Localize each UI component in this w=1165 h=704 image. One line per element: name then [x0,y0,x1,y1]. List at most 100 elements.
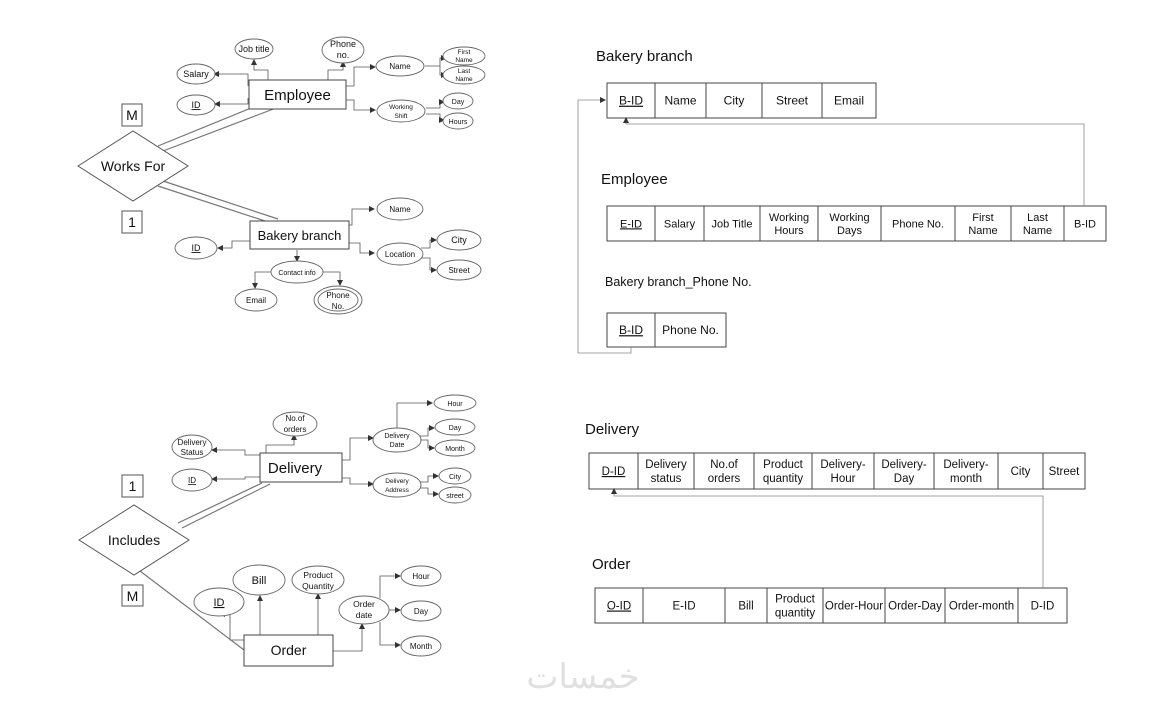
table-cell [873,452,935,490]
column-label: Product [763,459,803,471]
order-attribute-labels: ID Bill Product Quantity Order date Hour… [214,570,433,651]
column-label: Order-Day [888,601,942,613]
attr-id: ID [192,100,202,110]
employee-attribute-ellipses [176,36,486,130]
attr-bill: Bill [252,575,267,587]
table-cell [606,205,656,242]
table-cell [944,587,1019,624]
table-title-branch-phone: Bakery branch_Phone No. [605,275,752,289]
relationship-works-for [77,130,189,202]
attr-city: City [451,235,467,245]
attr-branch-name: Name [389,205,411,214]
column-label: Salary [664,218,696,230]
column-label: Bill [738,601,753,613]
column-label: quantity [763,473,804,485]
column-label: City [724,94,745,108]
relationship-works-for-label: Works For [101,158,166,174]
attr-no-orders-line1: No.of [285,414,305,423]
table-title-bakery-branch: Bakery branch [596,48,693,65]
attr-branch-id: ID [192,243,202,253]
table-cell [880,205,956,242]
table-cell [1010,205,1065,242]
attr-street: Street [448,266,470,275]
table-cell [1042,452,1086,490]
column-label: Delivery [645,459,687,471]
column-label: Hours [774,225,804,237]
column-label: B-ID [1074,218,1096,230]
attr-delivery-address-line1: Delivery [385,478,409,485]
column-label: E-ID [673,601,696,613]
attr-delivery-date-line1: Delivery [384,433,410,440]
table-cell [693,452,755,490]
column-label: orders [708,473,741,485]
cardinality-box [121,210,143,234]
column-label: City [1011,466,1031,478]
cardinality-label: M [126,107,138,123]
column-label: Street [1049,466,1080,478]
column-label: Order-month [949,601,1014,613]
delivery-attribute-labels: Delivery Status ID No.of orders Delivery… [178,401,465,500]
attr-month: Month [445,446,465,453]
branch-attribute-labels: ID Name Location City Street Contact inf… [192,205,471,311]
column-label: Hour [831,473,856,485]
attr-order-id: ID [214,597,225,609]
fk-employee-to-branch [623,117,1085,206]
table-cell [759,205,819,242]
column-label: quantity [775,607,816,619]
column-label: Day [894,473,915,485]
table-title-employee: Employee [601,171,668,188]
employee-attribute-labels: Salary ID Job title Phone no. Name First… [183,39,473,126]
table-cell [703,205,761,242]
branch-attribute-ellipses [174,197,482,315]
table-cell [642,587,726,624]
table-cell [606,82,656,119]
table-cell [884,587,946,624]
attr-street: street [446,493,464,500]
column-label: Working [829,212,869,224]
attr-product-quantity-line1: Product [303,570,333,580]
attr-working-shift-line1: Working [389,104,413,111]
table-cell [637,452,695,490]
cardinality-label: 1 [129,478,137,494]
attr-order-date-line1: Order [353,599,375,609]
attr-salary: Salary [183,69,209,79]
column-label: Name [664,94,696,108]
attr-product-quantity-line2: Quantity [302,581,334,591]
attr-first-name-line2: Name [455,57,473,64]
table-cell [588,452,639,490]
watermark-logo: خمسات [526,658,639,696]
column-label: Email [834,94,864,108]
attr-delivery-status-line2: Status [181,448,204,457]
table-cell [654,205,705,242]
entity-order [243,634,334,667]
column-label: Job Title [712,218,753,230]
attr-phone-line1: Phone [330,39,356,49]
table-cell [766,587,824,624]
column-label: Street [776,94,809,108]
column-label: D-ID [1031,601,1055,613]
table-cell [654,312,727,348]
foreign-key-lines [577,97,1085,588]
entity-employee-label: Employee [264,87,331,104]
table-cell [821,82,877,119]
primary-key-label: E-ID [620,218,642,230]
table-cell [1017,587,1068,624]
column-label: Product [775,594,815,606]
table-cell [811,452,875,490]
primary-key-label: B-ID [619,94,643,108]
primary-key-label: O-ID [607,601,631,613]
table-cell [1063,205,1107,242]
er-bottom [139,400,439,652]
attr-last-name-line1: Last [458,68,470,75]
column-label: Delivery- [943,459,989,471]
primary-key-label: D-ID [602,466,626,478]
attr-day: Day [414,607,428,616]
primary-key-label: B-ID [619,323,643,337]
attr-location: Location [385,250,415,259]
order-attribute-ellipses [193,564,442,657]
attr-last-name-line2: Name [455,76,473,83]
fk-order-to-delivery [611,488,1044,588]
